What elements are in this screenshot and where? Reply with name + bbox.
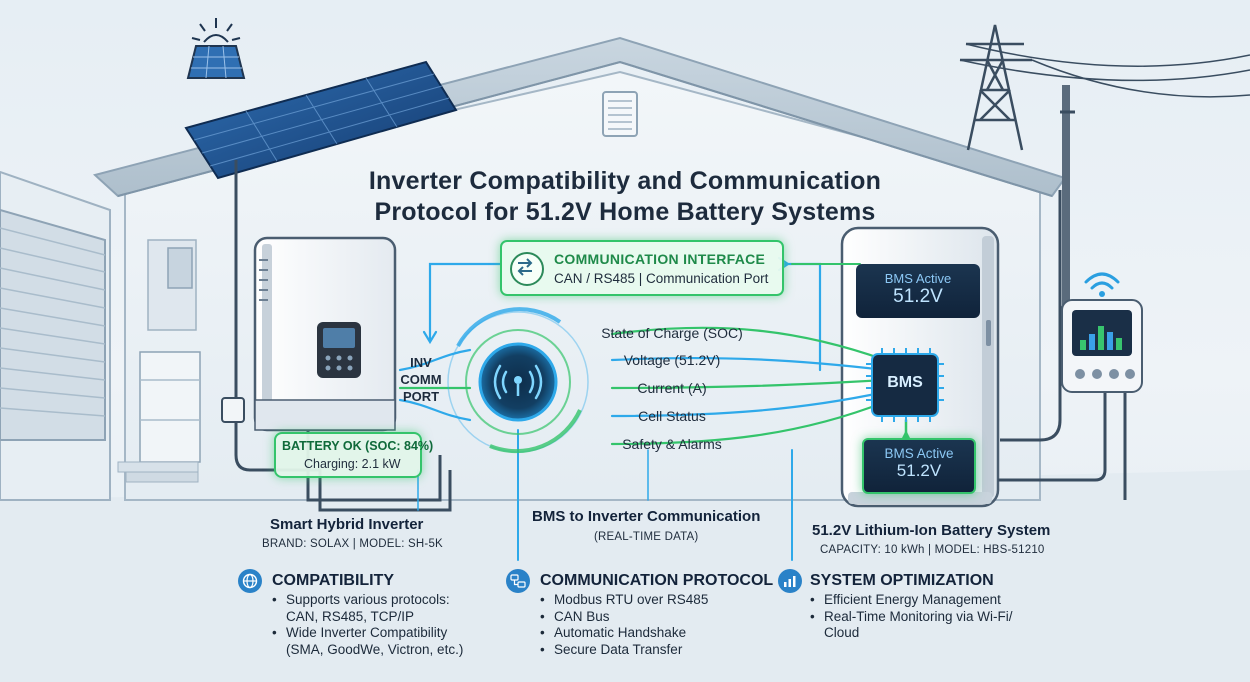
comm-interface-heading: COMMUNICATION INTERFACE [554,251,766,267]
list-item: Supports various protocols: [272,592,512,609]
chart-icon [778,569,802,593]
list-item: CAN Bus [540,609,780,626]
bms-chip-label: BMS [887,374,923,391]
swap-arrows-icon [510,252,544,286]
list-item: Modbus RTU over RS485 [540,592,780,609]
page-title: Inverter Compatibility and Communication… [0,166,1250,228]
flow-label-voltage: Voltage (51.2V) [623,352,721,368]
protocol-title: COMMUNICATION PROTOCOL [540,572,774,589]
inverter-comm-port-label: INV COMM PORT [400,355,442,404]
list-item: Automatic Handshake [540,625,780,642]
globe-icon [238,569,262,593]
compatibility-list: Supports various protocols: CAN, RS485, … [272,592,512,658]
center-subtitle: (REAL-TIME DATA) [594,531,699,543]
list-item: Cloud [824,625,860,640]
inverter-status-display: BATTERY OK (SOC: 84%) Charging: 2.1 kW [274,432,433,478]
flow-label-safety: Safety & Alarms [622,436,722,452]
optimization-title: SYSTEM OPTIMIZATION [810,572,994,589]
battery-bottom-display: BMS Active 51.2V [862,438,976,494]
battery-bottom-status: BMS Active [884,446,954,461]
inverter-model: BRAND: SOLAX | MODEL: SH-5K [262,538,443,550]
title-line-1: Inverter Compatibility and Communication [368,167,882,195]
flow-label-soc: State of Charge (SOC) [601,325,743,341]
communication-interface-box: COMMUNICATION INTERFACE CAN / RS485 | Co… [500,240,784,296]
battery-top-display: BMS Active 51.2V [856,264,980,318]
inverter-name: Smart Hybrid Inverter [270,516,424,533]
list-item: Efficient Energy Management [810,592,1060,609]
protocol-list: Modbus RTU over RS485 CAN Bus Automatic … [540,592,780,658]
compatibility-title: COMPATIBILITY [272,572,395,589]
optimization-list: Efficient Energy Management Real-Time Mo… [810,592,1060,642]
battery-model: CAPACITY: 10 kWh | MODEL: HBS-51210 [820,544,1045,556]
battery-top-voltage: 51.2V [893,286,943,307]
battery-top-status: BMS Active [884,271,952,286]
charging-status: Charging: 2.1 kW [304,457,401,471]
flow-label-current: Current (A) [637,380,707,396]
flow-label-cell-status: Cell Status [638,408,706,424]
center-name: BMS to Inverter Communication [532,508,761,525]
battery-name: 51.2V Lithium-Ion Battery System [812,522,1051,539]
battery-ok-status: BATTERY OK (SOC: 84%) [282,439,434,453]
list-item: Secure Data Transfer [540,642,780,659]
list-item: Wide Inverter Compatibility [272,625,512,642]
title-line-2: Protocol for 51.2V Home Battery Systems [374,198,876,226]
list-item: Real-Time Monitoring via Wi-Fi/ [810,609,1060,626]
list-item: CAN, RS485, TCP/IP [286,608,415,624]
list-item: (SMA, GoodWe, Victron, etc.) [286,641,464,657]
comm-interface-subtitle: CAN / RS485 | Communication Port [554,271,769,286]
network-icon [506,569,530,593]
battery-bottom-voltage: 51.2V [896,461,942,480]
